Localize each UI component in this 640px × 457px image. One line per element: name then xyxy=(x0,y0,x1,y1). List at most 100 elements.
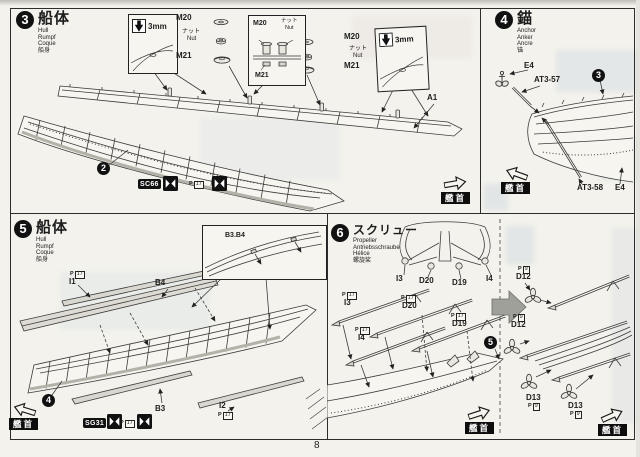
scan-edge-top xyxy=(0,0,640,6)
paint-icon xyxy=(212,176,227,191)
part-label-m20: M20 xyxy=(344,32,360,41)
part-label-m21: M21 xyxy=(255,72,269,79)
bow-arrow-icon xyxy=(11,400,38,420)
part-label-b3: B3 xyxy=(155,404,166,413)
step6-number-badge: 6 xyxy=(331,224,349,242)
bow-direction-step3: 艦首 xyxy=(441,174,471,204)
part-label-d20: D20 xyxy=(419,276,434,285)
paint-icon xyxy=(163,176,178,191)
part-label-d13: D13 xyxy=(526,393,541,402)
drill-icon xyxy=(132,19,146,33)
callout-part-5: 5 xyxy=(484,336,497,349)
step6-title: スクリュー xyxy=(353,223,419,237)
step4-header: 4 錨 Anchor Anker Ancre 锚 xyxy=(495,11,536,55)
bow-badge: 艦首 xyxy=(465,422,495,434)
step3-hull-illustration xyxy=(17,18,463,212)
step3-number-badge: 3 xyxy=(16,11,34,29)
bow-badge: 艦首 xyxy=(441,192,471,204)
part-label-e4: E4 xyxy=(615,183,625,192)
nut-label-jp: ナット xyxy=(281,18,298,24)
bow-badge: 艦首 xyxy=(9,418,39,430)
part-label-at3-57: AT3-57 xyxy=(534,75,561,84)
step5-title: 船体 xyxy=(36,219,69,236)
part-label-i4: I4 xyxy=(358,333,365,342)
bow-direction-step6-sub: 艦首 xyxy=(598,405,628,436)
part-label-at3-58: AT3-58 xyxy=(577,183,604,192)
bow-badge: 艦首 xyxy=(598,424,628,436)
step5-number-badge: 5 xyxy=(14,220,32,238)
paint-chip-sg31: SG31 xyxy=(83,418,107,428)
cross-section-art xyxy=(253,39,301,71)
step3-subtitle: Hull Rumpf Coque 船身 xyxy=(38,28,56,55)
rail-detail-inset: B3.B4 xyxy=(202,225,327,280)
drill-size-label: 3mm xyxy=(394,33,414,44)
step5-subtitle: Hull Rumpf Coque 船身 xyxy=(36,237,54,264)
part-label-b4: B4 xyxy=(155,278,166,287)
part-label-d12: D12 xyxy=(511,320,526,329)
nut-label-en: Nut xyxy=(353,53,363,59)
bow-direction-step6: 艦首 xyxy=(465,403,495,434)
nut-cross-section-inset: M20 ナット Nut M21 xyxy=(248,15,306,86)
step4-title: 錨 xyxy=(517,10,534,27)
step4-subtitle: Anchor Anker Ancre 锚 xyxy=(517,28,537,55)
part-label-i4: I4 xyxy=(486,274,493,283)
step6-header: 6 スクリュー Propeller Antriebsschraube Hélic… xyxy=(331,224,418,265)
step5-header: 5 船体 Hull Rumpf Coque 船身 xyxy=(14,220,68,264)
drill-icon xyxy=(378,32,394,48)
part-label-i3: I3 xyxy=(344,298,351,307)
bow-direction-step5: 艦首 xyxy=(9,400,39,430)
part-label-m20: M20 xyxy=(176,13,192,22)
part-label-i2: I2 xyxy=(219,401,226,410)
step3-title: 船体 xyxy=(38,10,71,27)
part-label-d19: D19 xyxy=(452,278,467,287)
drill-inset-art xyxy=(130,44,174,72)
callout-part-3: 3 xyxy=(592,69,605,82)
callout-part-2: 2 xyxy=(97,162,110,175)
part-label-d20: D20 xyxy=(402,301,417,310)
step6-propeller-illustration xyxy=(327,219,633,435)
panel-step-6 xyxy=(327,213,635,440)
step4-number-badge: 4 xyxy=(495,11,513,29)
part-label-d19: D19 xyxy=(452,319,467,328)
drill-inset-left: 3mm xyxy=(128,14,178,74)
part-label-m20: M20 xyxy=(253,20,267,27)
drill-size-label: 3mm xyxy=(148,21,167,31)
rail-detail-art xyxy=(204,231,323,277)
part-label-e4: E4 xyxy=(524,61,534,70)
callout-part-4: 4 xyxy=(42,394,55,407)
part-label-d12: D12 xyxy=(516,272,531,281)
paint-icon xyxy=(107,414,122,429)
bow-arrow-icon xyxy=(442,174,467,192)
part-label-m21: M21 xyxy=(176,51,192,60)
step5-hull-illustration xyxy=(19,262,327,430)
drill-inset-right: 3mm xyxy=(374,25,430,93)
nut-label-en: Nut xyxy=(187,36,197,42)
part-label-m21: M21 xyxy=(344,61,360,70)
step6-subtitle: Propeller Antriebsschraube Hélice 螺旋桨 xyxy=(353,238,400,265)
paint-icon xyxy=(137,414,152,429)
paint-chip-sc66: SC66 xyxy=(138,179,161,189)
part-label-i3: I3 xyxy=(396,274,403,283)
bow-direction-step4: 艦首 xyxy=(501,164,531,194)
part-label-i1: I1 xyxy=(69,277,76,286)
step4-anchor-illustration xyxy=(495,69,633,185)
bow-badge: 艦首 xyxy=(501,182,531,194)
scan-edge-right xyxy=(636,0,640,457)
nut-label-jp: ナット xyxy=(182,29,201,35)
step3-header: 3 船体 Hull Rumpf Coque 船身 xyxy=(16,11,70,55)
part-label-a1: A1 xyxy=(427,93,438,102)
nut-label-en: Nut xyxy=(285,25,294,31)
drill-inset-art xyxy=(379,56,424,88)
